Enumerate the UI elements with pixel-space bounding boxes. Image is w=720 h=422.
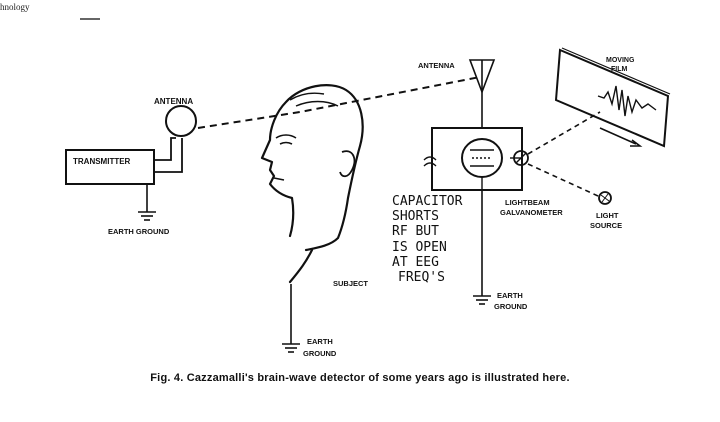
subject-label: SUBJECT — [333, 279, 368, 288]
detector-box — [431, 127, 523, 191]
earth-ground-left-label: EARTH GROUND — [108, 227, 170, 236]
lightbeam-line2: GALVANOMETER — [500, 208, 563, 217]
transmitter-label: TRANSMITTER — [73, 157, 131, 166]
figure-caption: Fig. 4. Cazzamalli's brain-wave detector… — [150, 372, 570, 384]
note-line5: AT EEG — [392, 255, 439, 270]
galvanometer-mirror — [513, 150, 529, 166]
light-source-filament — [600, 193, 610, 203]
light-beam-from-source — [527, 163, 599, 197]
head-ear — [339, 150, 356, 178]
head-eye — [275, 134, 297, 145]
film-motion-arrowhead — [630, 139, 643, 147]
moving-film-line2: FILM — [611, 66, 627, 73]
moving-film-strip — [554, 48, 670, 148]
earth-right-line1: EARTH — [497, 291, 523, 300]
handwritten-note: CAPACITOR SHORTS RF BUT IS OPEN AT EEG F… — [392, 194, 463, 285]
note-line6: FREQ'S — [398, 270, 445, 285]
note-line4: IS OPEN — [392, 240, 447, 255]
antenna-left-label: ANTENNA — [154, 97, 193, 106]
note-line1: CAPACITOR — [392, 194, 463, 209]
moving-film-top-edge — [561, 47, 671, 95]
head-hair — [289, 92, 339, 107]
head-profile — [260, 84, 364, 284]
note-line2: SHORTS — [392, 209, 439, 224]
antenna-right-label: ANTENNA — [418, 61, 455, 70]
transmitter-wire-upper — [154, 137, 176, 161]
earth-right-line2: GROUND — [494, 302, 528, 311]
light-source-bulb — [598, 191, 612, 205]
lightbeam-line1: LIGHTBEAM — [505, 198, 550, 207]
moving-film-line1: MOVING — [606, 57, 635, 64]
earth-bottom-line2: GROUND — [303, 349, 337, 358]
light-beam-to-film — [527, 111, 601, 155]
light-source-line2: SOURCE — [590, 221, 622, 230]
subject-ground-symbol — [282, 343, 300, 353]
loop-antenna-left — [165, 105, 197, 137]
note-line3: RF BUT — [392, 224, 439, 239]
transmitter-box — [65, 149, 155, 185]
head-mouth — [273, 177, 285, 181]
eeg-trace — [597, 85, 657, 117]
galvanometer-needle — [515, 152, 527, 164]
vacuum-tube-elements — [470, 149, 494, 190]
capacitor-symbol — [423, 156, 437, 167]
transmitter-ground-symbol — [138, 211, 156, 221]
film-motion-arrow — [599, 127, 637, 145]
light-source-line1: LIGHT — [596, 211, 619, 220]
earth-bottom-line1: EARTH — [307, 337, 333, 346]
header-fragment: hnology — [0, 2, 30, 12]
detector-ground-symbol — [473, 295, 491, 305]
radio-signal-path — [197, 76, 481, 129]
transmitter-wire-lower — [154, 138, 183, 173]
